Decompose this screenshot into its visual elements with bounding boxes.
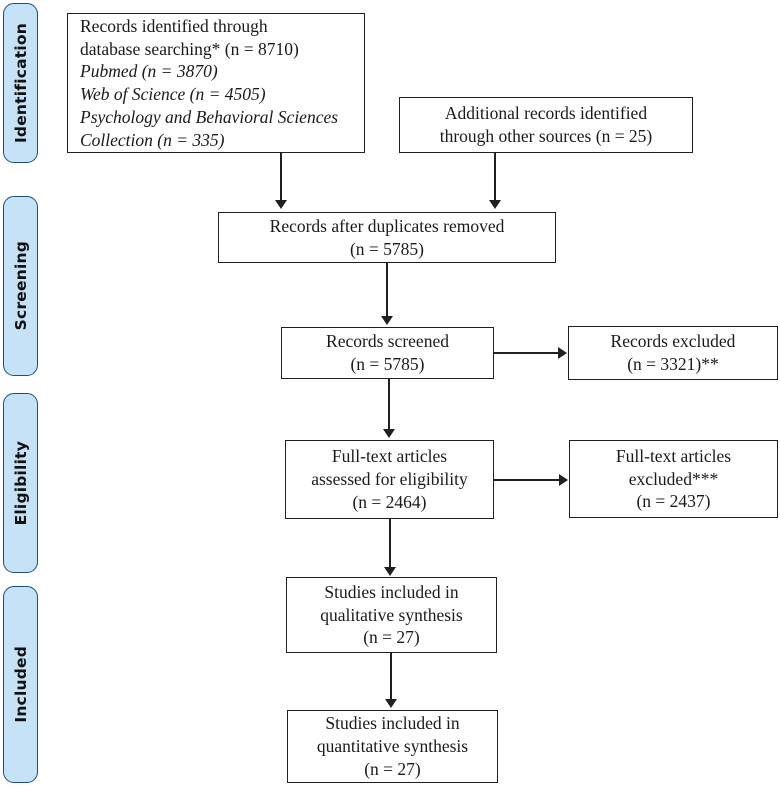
stage-label-eligibility: Eligibility	[11, 440, 30, 526]
stage-label-included: Included	[11, 646, 30, 723]
connector-screened-to-fulltext	[388, 379, 390, 430]
box-after-duplicates-line-2: (n = 5785)	[349, 238, 425, 259]
connector-screened-to-excluded	[494, 352, 559, 354]
arrowhead-fulltext-to-excluded	[559, 474, 568, 486]
stage-pill-screening: Screening	[3, 196, 38, 376]
box-quantitative-synthesis-line-2: quantitative synthesis	[316, 736, 469, 757]
box-records-identified-line-1: Records identified through	[80, 15, 268, 36]
box-fulltext-assessed-line-2: assessed for eligibility	[311, 469, 468, 490]
box-qualitative-synthesis-line-1: Studies included in	[324, 581, 459, 602]
arrowhead-screened-to-fulltext	[383, 429, 395, 438]
box-qualitative-synthesis: Studies included in qualitative synthesi…	[286, 577, 497, 653]
box-records-identified-line-2: database searching* (n = 8710)	[80, 38, 299, 59]
box-quantitative-synthesis: Studies included in quantitative synthes…	[287, 710, 498, 783]
connector-qualitative-to-quantitative	[390, 653, 392, 700]
box-records-excluded-line-1: Records excluded	[610, 331, 736, 352]
box-after-duplicates-line-1: Records after duplicates removed	[269, 215, 505, 236]
box-quantitative-synthesis-line-1: Studies included in	[325, 713, 460, 734]
box-fulltext-excluded: Full-text articles excluded*** (n = 2437…	[569, 440, 778, 518]
box-qualitative-synthesis-line-3: (n = 27)	[363, 627, 420, 648]
box-fulltext-assessed-line-3: (n = 2464)	[352, 491, 427, 512]
connector-fulltext-to-excluded	[494, 479, 560, 481]
arrowhead-screened-to-excluded	[558, 347, 567, 359]
arrowhead-fulltext-to-qualitative	[384, 567, 396, 576]
box-records-screened-line-2: (n = 5785)	[350, 354, 425, 374]
box-fulltext-assessed-line-1: Full-text articles	[331, 446, 448, 467]
stage-pill-included: Included	[3, 586, 38, 783]
connector-fulltext-to-qualitative	[389, 519, 391, 568]
box-records-excluded: Records excluded (n = 3321)**	[568, 326, 778, 380]
stage-label-screening: Screening	[11, 241, 30, 331]
box-records-identified-line-3: Pubmed (n = 3870)	[80, 61, 218, 82]
box-fulltext-assessed: Full-text articles assessed for eligibil…	[285, 440, 494, 519]
box-records-excluded-line-2: (n = 3321)**	[627, 354, 719, 374]
box-qualitative-synthesis-line-2: qualitative synthesis	[320, 604, 463, 625]
arrowhead-qualitative-to-quantitative	[385, 699, 397, 708]
stage-pill-eligibility: Eligibility	[3, 393, 38, 573]
box-fulltext-excluded-line-3: (n = 2437)	[636, 491, 711, 512]
box-records-identified-line-5: Psychology and Behavioral Sciences	[80, 106, 339, 127]
box-quantitative-synthesis-line-3: (n = 27)	[364, 758, 421, 779]
connector-additional-to-duplicates	[494, 153, 496, 201]
stage-pill-identification: Identification	[3, 3, 38, 163]
box-additional-records-line-2: through other sources (n = 25)	[439, 126, 653, 146]
box-records-screened: Records screened (n = 5785)	[281, 327, 494, 379]
box-records-identified: Records identified through database sear…	[67, 13, 365, 153]
arrowhead-duplicates-to-screened	[381, 316, 393, 325]
arrowhead-identified-to-duplicates	[275, 200, 287, 209]
connector-identified-to-duplicates	[280, 153, 282, 201]
box-fulltext-excluded-line-2: excluded***	[628, 468, 719, 489]
box-after-duplicates: Records after duplicates removed (n = 57…	[218, 212, 556, 263]
stage-label-identification: Identification	[11, 22, 30, 144]
box-additional-records-line-1: Additional records identified	[444, 103, 648, 124]
arrowhead-additional-to-duplicates	[489, 200, 501, 209]
box-records-screened-line-1: Records screened	[326, 331, 449, 352]
box-fulltext-excluded-line-1: Full-text articles	[615, 445, 732, 466]
box-records-identified-line-6: Collection (n = 335)	[80, 129, 225, 150]
connector-duplicates-to-screened	[386, 263, 388, 317]
box-additional-records: Additional records identified through ot…	[399, 97, 693, 153]
box-records-identified-line-4: Web of Science (n = 4505)	[80, 84, 266, 104]
